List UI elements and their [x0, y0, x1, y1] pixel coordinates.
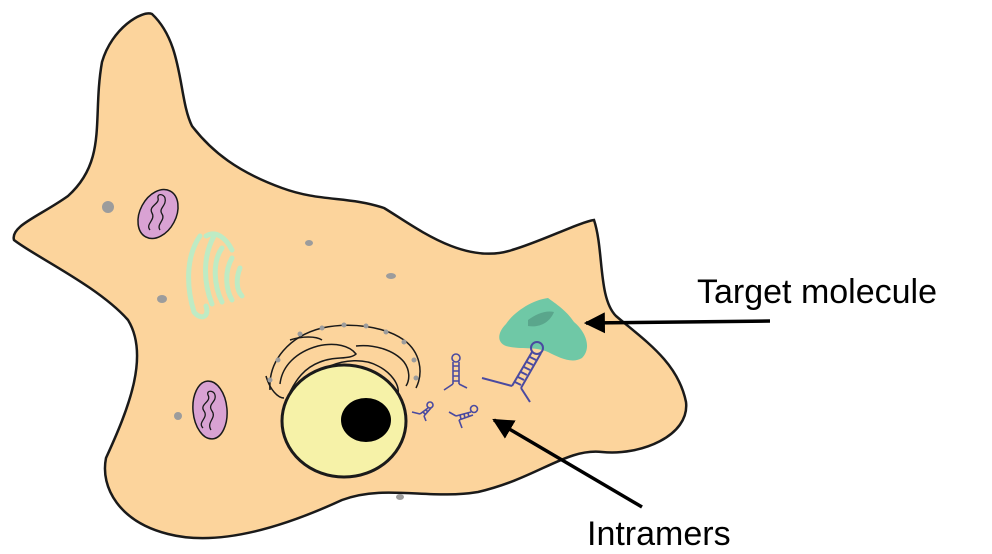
nucleolus — [341, 398, 391, 442]
nucleus — [282, 365, 406, 477]
intramers-label: Intramers — [587, 517, 731, 551]
target-molecule-label: Target molecule — [697, 275, 937, 309]
target-arrow — [586, 321, 770, 323]
